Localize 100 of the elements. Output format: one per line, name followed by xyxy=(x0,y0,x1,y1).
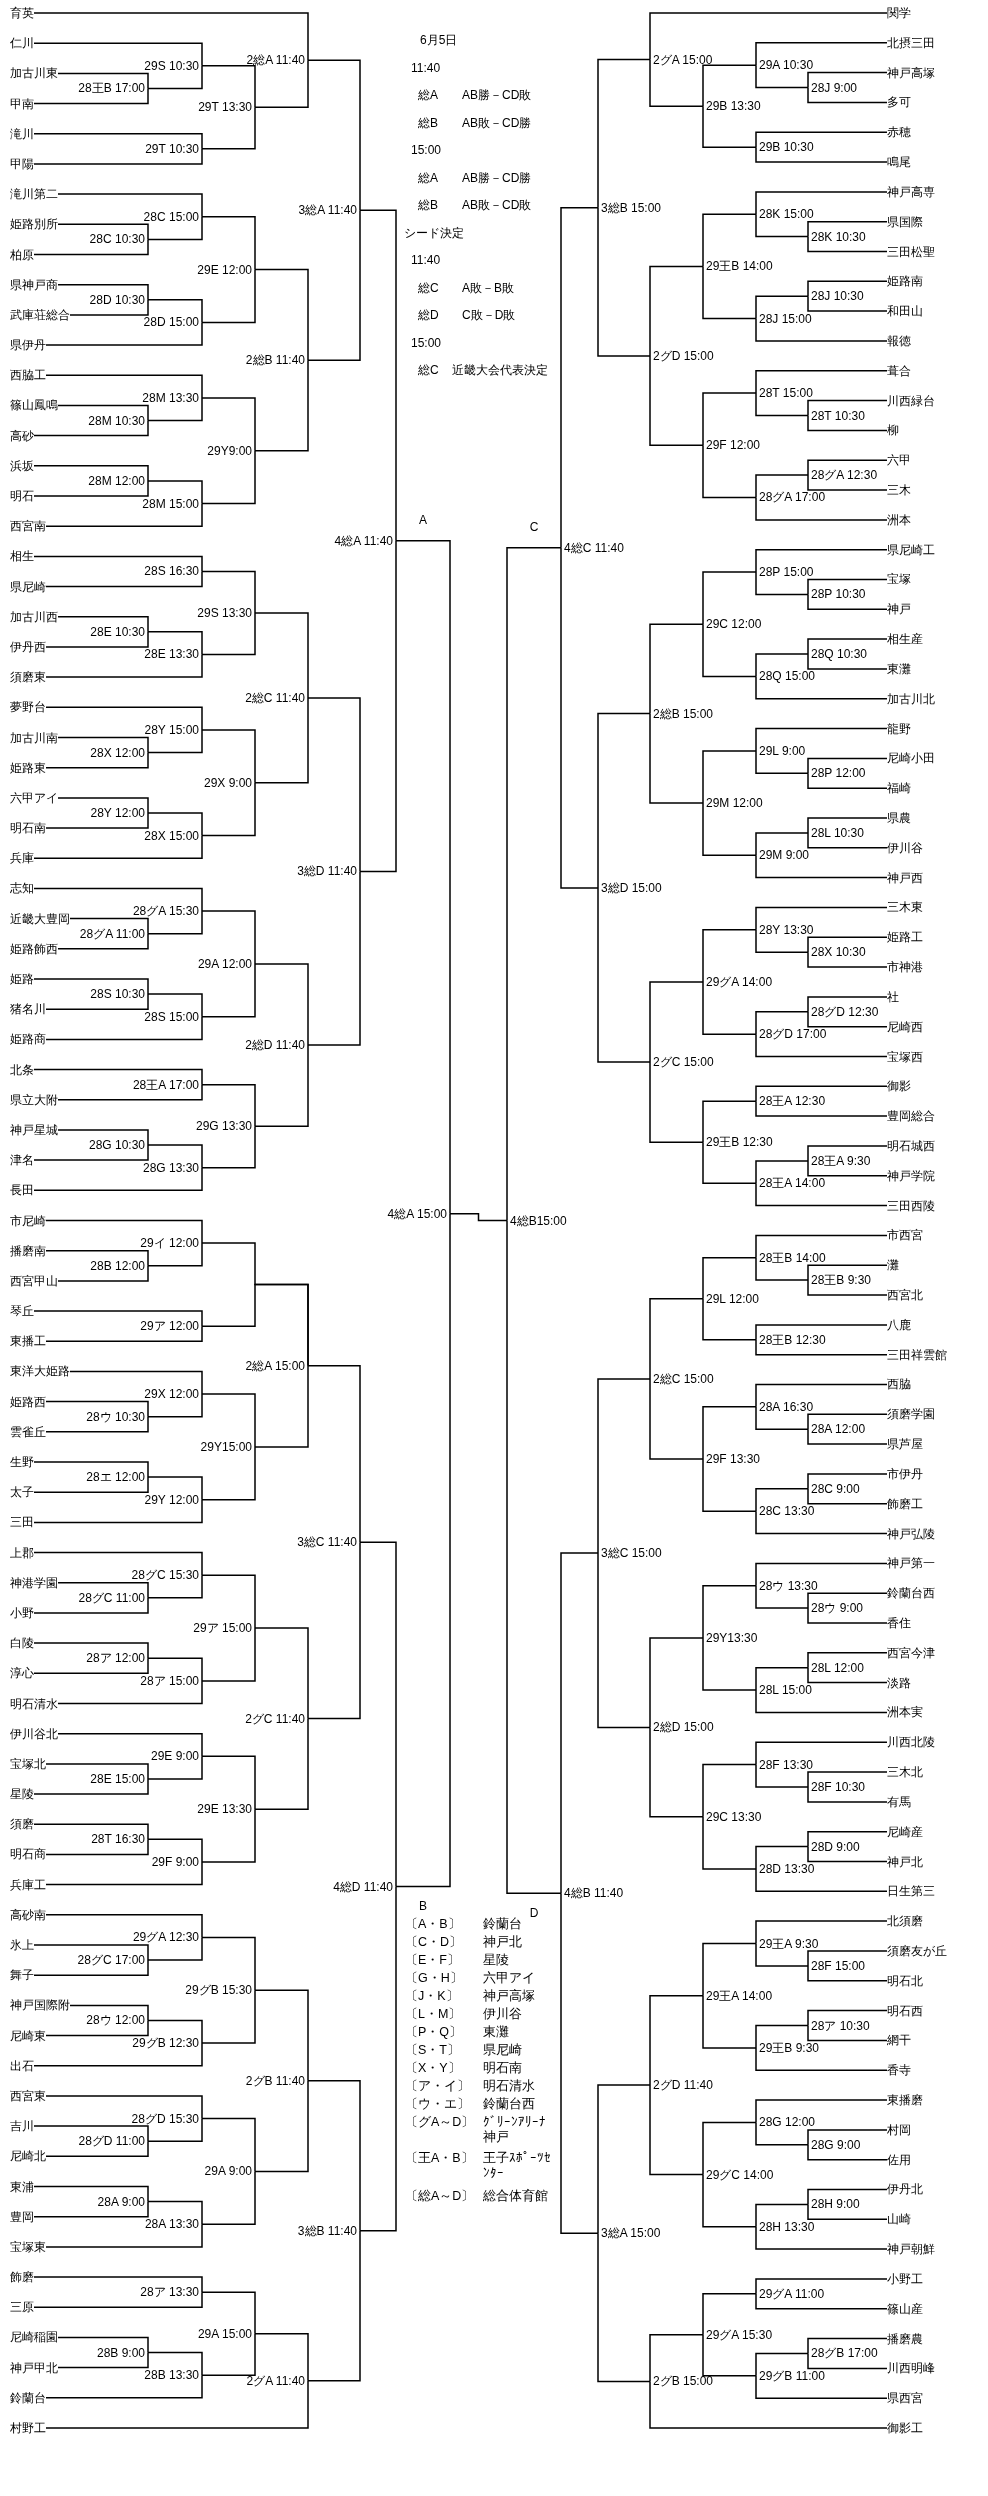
bracket-line xyxy=(147,812,203,837)
team-name: 社 xyxy=(887,989,899,1004)
bracket-line xyxy=(755,2375,888,2399)
match-label: 29グA 14:00 xyxy=(703,975,773,988)
bracket-line xyxy=(33,978,149,995)
venue-name: 六甲アイ xyxy=(483,1970,535,1986)
team-name: 滝川 xyxy=(10,126,34,141)
match-label: 28グC 11:00 xyxy=(78,1591,148,1604)
bracket-line xyxy=(702,981,757,1035)
match-label: 3総D 11:40 xyxy=(297,865,360,878)
bracket-line xyxy=(755,1182,888,1207)
bracket-line xyxy=(33,1597,149,1614)
bracket-line xyxy=(307,209,361,361)
team-name: 明石西 xyxy=(887,2003,923,2018)
pairing-text: A敗－B敗 xyxy=(462,280,514,295)
bracket-line xyxy=(45,570,203,588)
team-name: 星陵 xyxy=(10,1787,34,1802)
bracket-line xyxy=(755,1845,809,1870)
bracket-line xyxy=(254,612,309,699)
bracket-line xyxy=(33,1068,203,1086)
bracket-line xyxy=(649,1298,704,1380)
match-label: 29Y 12:00 xyxy=(144,1493,202,1506)
match-label: 29グA 11:00 xyxy=(756,2287,825,2300)
match-label: 28A 16:30 xyxy=(756,1400,814,1413)
team-name: 報徳 xyxy=(887,333,911,348)
bracket-line xyxy=(755,1584,809,1609)
match-label: 2グD 15:00 xyxy=(650,349,714,362)
bracket-line xyxy=(807,235,888,253)
bracket-line xyxy=(755,131,888,148)
bracket-line xyxy=(807,220,888,238)
venue-name: 伊川谷 xyxy=(483,2006,522,2022)
match-label: 29M 12:00 xyxy=(703,797,763,810)
bracket-line xyxy=(649,981,704,1063)
time-label: 15:00 xyxy=(411,143,442,157)
team-name: 育英 xyxy=(10,6,34,20)
bracket-line xyxy=(147,216,203,241)
bracket-line xyxy=(702,2293,757,2336)
match-label: 28エ 12:00 xyxy=(86,1471,148,1484)
match-label: 2グC 11:40 xyxy=(245,1712,308,1725)
match-label: 28F 13:30 xyxy=(756,1758,814,1771)
bracket-line xyxy=(755,2099,888,2124)
bracket-line xyxy=(147,1657,203,1682)
team-name: 八鹿 xyxy=(887,1317,911,1332)
bracket-line xyxy=(201,397,256,452)
match-label: 29X 9:00 xyxy=(203,776,255,789)
bracket-line xyxy=(45,374,203,399)
bracket-line xyxy=(57,1680,203,1705)
bracket-line xyxy=(33,1461,149,1478)
bracket-line xyxy=(33,1144,149,1161)
bracket-line xyxy=(755,2024,809,2049)
team-name: 尼崎稲園 xyxy=(10,2330,58,2345)
bracket-line xyxy=(702,2173,757,2228)
bracket-line xyxy=(147,1242,203,1267)
team-name: 夢野台 xyxy=(10,700,46,715)
team-name: 三木 xyxy=(887,483,911,498)
bracket-line xyxy=(807,2144,888,2161)
bracket-line xyxy=(755,1666,809,1691)
bracket-line xyxy=(755,392,809,417)
bracket-line xyxy=(45,993,149,1010)
pairing-text: 近畿大会代表決定 xyxy=(452,363,548,377)
bracket-line xyxy=(807,86,888,104)
bracket-line xyxy=(147,631,203,656)
bracket-line xyxy=(560,1892,599,2235)
bracket-line xyxy=(201,2332,256,2376)
bracket-line xyxy=(201,1283,309,1367)
bracket-line xyxy=(33,2185,149,2203)
team-name: 須磨学園 xyxy=(887,1407,935,1422)
venue-name: 明石南 xyxy=(483,2060,522,2076)
match-label: 28グD 17:00 xyxy=(756,1028,827,1041)
bracket-line xyxy=(201,963,256,1018)
bracket-line xyxy=(560,1552,599,1894)
bracket-line xyxy=(755,295,809,320)
match-label: 29A 10:30 xyxy=(756,59,814,72)
match-label: 28王B 14:00 xyxy=(756,1251,826,1264)
bracket-line xyxy=(807,2129,888,2146)
bracket-line xyxy=(807,1965,888,1982)
match-label: 28D 15:00 xyxy=(143,316,202,329)
court-code: 〔総A～D〕 xyxy=(405,2188,475,2204)
match-label: 28K 15:00 xyxy=(756,208,814,221)
bracket-line xyxy=(702,2334,757,2377)
time-label: 15:00 xyxy=(411,335,442,350)
pairing-text: AB勝－CD敗 xyxy=(462,88,532,102)
match-label: 29A 12:00 xyxy=(197,957,255,970)
bracket-line xyxy=(33,1823,149,1841)
team-name: 神戸朝鮮 xyxy=(887,2242,935,2257)
team-name: 村岡 xyxy=(887,2122,911,2137)
bracket-line xyxy=(755,1085,888,1102)
bracket-line xyxy=(45,2223,203,2248)
match-label: 28T 10:30 xyxy=(808,409,865,422)
match-label: 4総B15:00 xyxy=(507,1214,567,1227)
team-name: 西宮甲山 xyxy=(10,1273,58,1288)
team-name: 淳心 xyxy=(10,1666,34,1681)
team-name: 三田祥雲館 xyxy=(887,1347,947,1362)
team-name: 三田松聖 xyxy=(887,244,935,259)
bracket-line xyxy=(254,1717,309,1810)
match-label: 28L 12:00 xyxy=(808,1661,864,1674)
match-label: 28M 10:30 xyxy=(88,414,148,427)
bracket-line xyxy=(807,1652,888,1669)
team-name: 三木北 xyxy=(887,1765,923,1780)
match-label: 28T 15:00 xyxy=(756,387,813,400)
